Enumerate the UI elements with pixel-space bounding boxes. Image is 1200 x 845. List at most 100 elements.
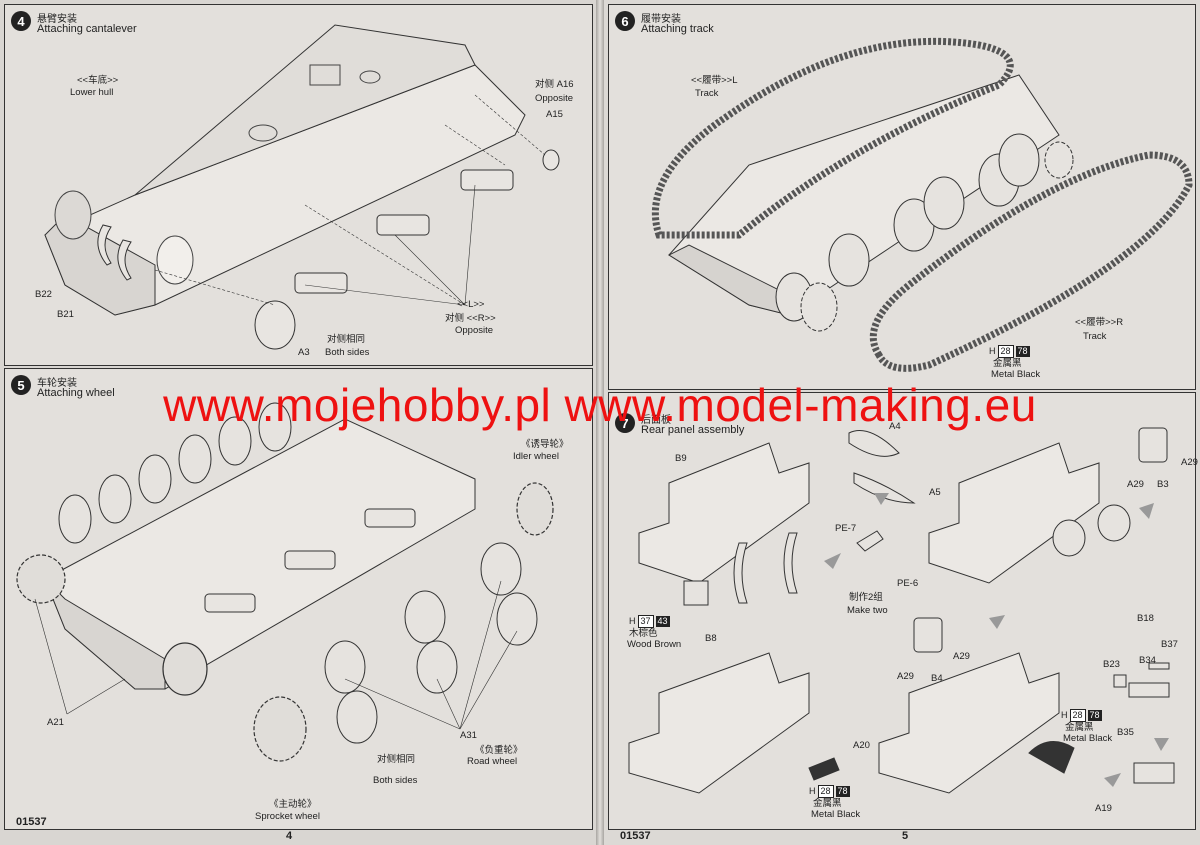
both-sides-en-2: Both sides — [373, 775, 418, 786]
mb2-h: H — [1061, 710, 1068, 720]
track-drawing — [651, 37, 1193, 372]
a21-label: A21 — [47, 717, 64, 728]
a29-label-1: A29 — [1127, 479, 1144, 490]
b9-label: B9 — [675, 453, 687, 464]
right-footer-code: 01537 — [620, 830, 651, 842]
lower-hull-drawing — [44, 24, 560, 350]
paint-name-cn: 金属黑 — [993, 358, 1022, 369]
b3-label: B3 — [1157, 479, 1169, 490]
both-sides-cn: 对侧相同 — [327, 334, 366, 345]
both-sides-cn-2: 对侧相同 — [377, 754, 416, 765]
track-r-label-cn: <<履带>>R — [1075, 317, 1124, 328]
hull-wheels-drawing — [16, 402, 554, 762]
b37-label: B37 — [1161, 639, 1178, 650]
a16-opposite-en: Opposite — [535, 93, 574, 104]
both-sides-en: Both sides — [325, 347, 370, 358]
wood-brown-en: Wood Brown — [627, 639, 682, 650]
track-l-label-cn: <<履带>>L — [691, 75, 738, 86]
metal-black-cn-1: 金属黑 — [813, 798, 842, 809]
b23-label: B23 — [1103, 659, 1120, 670]
a29-label-2: A29 — [1181, 457, 1198, 468]
step-4-title-cn: 悬臂安装 — [37, 14, 77, 25]
mb1-code-2: 78 — [835, 786, 850, 797]
step-7-panel: 7 后面板 Rear panel assembly — [608, 392, 1198, 830]
step-6-title-cn: 履带安装 — [641, 14, 681, 25]
road-wheel-label-cn: 《负重轮》 — [475, 745, 523, 756]
mb2-code-2: 78 — [1087, 710, 1102, 721]
watermark-text: www.mojehobby.pl www.model-making.eu — [163, 379, 1037, 431]
step-7-title-cn: 后面板 — [641, 415, 671, 426]
b8-label: B8 — [705, 633, 717, 644]
step-7-badge: 7 — [615, 413, 635, 433]
paint-name-en: Metal Black — [991, 369, 1041, 380]
metal-black-en-2: Metal Black — [1063, 733, 1113, 744]
step-4-badge: 4 — [11, 11, 31, 31]
wood-code-1: 37 — [637, 615, 654, 628]
make-two-en: Make two — [847, 605, 888, 616]
step-6-title-en: Attaching track — [641, 23, 714, 35]
sprocket-wheel-label-cn: 《主动轮》 — [269, 799, 317, 810]
make-two-cn: 制作2组 — [849, 592, 883, 603]
wood-h: H — [629, 616, 636, 626]
mb1-code-1: 28 — [817, 785, 834, 798]
b34-label: B34 — [1139, 655, 1156, 666]
rear-panel-drawing — [628, 427, 1175, 794]
idler-wheel-label-cn: 《诱导轮》 — [521, 439, 569, 450]
b22-label: B22 — [35, 289, 52, 300]
sprocket-wheel-label-en: Sprocket wheel — [255, 811, 320, 822]
a20-label: A20 — [853, 740, 870, 751]
b21-label: B21 — [57, 309, 74, 320]
step-4-title-en: Attaching cantalever — [37, 23, 137, 35]
step-4-panel: 4 悬臂安装 Attaching cantalever — [4, 4, 593, 366]
idler-wheel-label-en: Idler wheel — [513, 451, 559, 462]
a29-label-4: A29 — [897, 671, 914, 682]
pe7-label: PE-7 — [835, 523, 857, 534]
mb1-h: H — [809, 786, 816, 796]
step-5-panel: 5 车轮安装 Attaching wheel — [4, 368, 593, 830]
step-5-title-en: Attaching wheel — [37, 387, 115, 399]
paint-code-1: 28 — [997, 345, 1014, 358]
opposite-label: Opposite — [455, 325, 494, 336]
paint-code-2: 78 — [1015, 346, 1030, 357]
a31-label: A31 — [460, 730, 477, 741]
paint-h: H — [989, 346, 996, 356]
lower-hull-label-cn: <<车底>> — [77, 75, 119, 86]
wood-code-2: 43 — [655, 616, 670, 627]
a5-label: A5 — [929, 487, 941, 498]
mb2-code-1: 28 — [1069, 709, 1086, 722]
a19-label: A19 — [1095, 803, 1112, 814]
l-mark-label: <<L>> — [457, 299, 485, 310]
step-6-panel: 6 履带安装 Attaching track <<履带>>L Track <<履… — [608, 4, 1196, 390]
b35-label: B35 — [1117, 727, 1134, 738]
road-wheel-label-en: Road wheel — [467, 756, 518, 767]
a29-label-3: A29 — [953, 651, 970, 662]
a3-label: A3 — [298, 347, 310, 358]
right-page-number: 5 — [902, 830, 909, 842]
a4-label: A4 — [889, 421, 901, 432]
metal-black-cn-2: 金属黑 — [1065, 722, 1094, 733]
step-5-title-cn: 车轮安装 — [37, 378, 77, 389]
book-spine — [596, 0, 604, 845]
track-r-label-en: Track — [1083, 331, 1107, 342]
pe6-label: PE-6 — [897, 578, 919, 589]
a15-label: A15 — [546, 109, 563, 120]
a16-opposite-cn: 对侧 A16 — [535, 79, 574, 90]
left-page: 4 悬臂安装 Attaching cantalever — [0, 0, 596, 845]
r-mark-label: 对侧 <<R>> — [445, 313, 496, 324]
left-footer-code: 01537 — [16, 816, 47, 828]
step-7-title-en: Rear panel assembly — [641, 424, 745, 436]
b4-label: B4 — [931, 673, 943, 684]
track-l-label-en: Track — [695, 88, 719, 99]
right-page: 6 履带安装 Attaching track <<履带>>L Track <<履… — [604, 0, 1200, 845]
step-5-badge: 5 — [11, 375, 31, 395]
wood-brown-cn: 木棕色 — [629, 628, 658, 639]
left-page-number: 4 — [286, 830, 293, 842]
lower-hull-label-en: Lower hull — [70, 87, 114, 98]
metal-black-en-1: Metal Black — [811, 809, 861, 820]
step-6-badge: 6 — [615, 11, 635, 31]
b18-label: B18 — [1137, 613, 1154, 624]
